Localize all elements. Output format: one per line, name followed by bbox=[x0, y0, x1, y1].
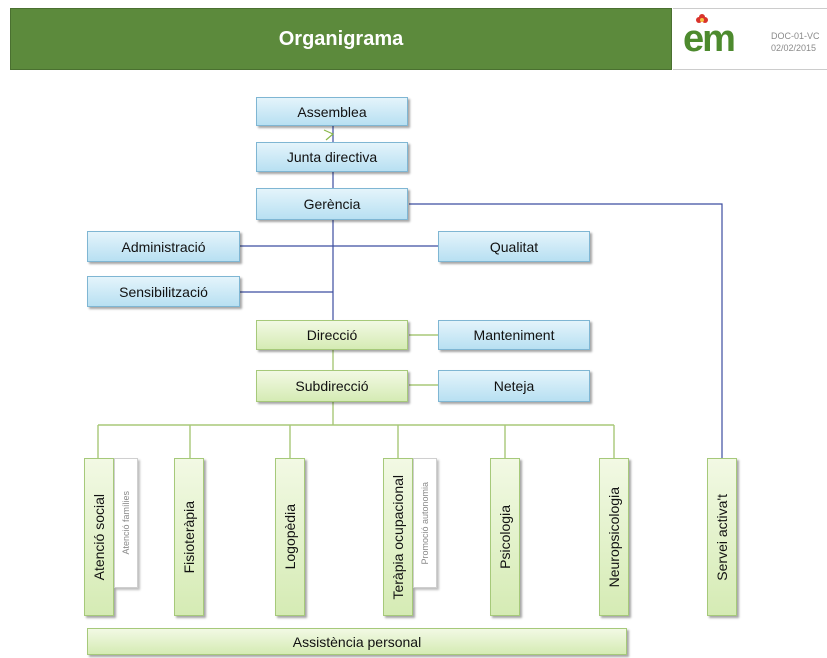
node-label: Servei activa't bbox=[714, 493, 730, 581]
node-label: Promoció autonomia bbox=[420, 481, 430, 565]
node-label: Administració bbox=[121, 238, 206, 255]
node-label: Subdirecció bbox=[295, 378, 369, 394]
node-label: Atenció social bbox=[91, 493, 107, 581]
node-label: Gerència bbox=[303, 196, 361, 212]
node-subdireccio: Subdirecció bbox=[256, 370, 408, 402]
node-label: Atenció famílies bbox=[121, 491, 131, 555]
node-atencio-families: Atenció famílies bbox=[114, 458, 138, 588]
node-label: Assemblea bbox=[297, 103, 367, 120]
node-servei-activa: Servei activa't bbox=[707, 458, 737, 616]
node-label: Neuropsicologia bbox=[606, 486, 622, 588]
node-logopedia: Logopèdia bbox=[275, 458, 305, 616]
node-manteniment: Manteniment bbox=[438, 320, 590, 350]
node-neuropsicologia: Neuropsicologia bbox=[599, 458, 629, 616]
node-terapia-ocupacional: Teràpia ocupacional bbox=[383, 458, 413, 616]
node-label: Direcció bbox=[306, 327, 358, 343]
node-assemblea: Assemblea bbox=[256, 97, 408, 126]
node-label: Sensibilització bbox=[119, 283, 208, 300]
node-assistencia-personal: Assistència personal bbox=[87, 628, 627, 655]
node-label: Neteja bbox=[493, 378, 535, 394]
logo-box: em DOC-01-VC 02/02/2015 bbox=[673, 8, 827, 70]
node-label: Junta directiva bbox=[286, 149, 378, 165]
flower-icon bbox=[696, 14, 708, 23]
node-neteja: Neteja bbox=[438, 370, 590, 402]
document-code: DOC-01-VC bbox=[771, 31, 820, 41]
node-direccio: Direcció bbox=[256, 320, 408, 350]
node-label: Fisioteràpia bbox=[181, 500, 197, 574]
node-gerencia: Gerència bbox=[256, 188, 408, 220]
node-label: Psicologia bbox=[497, 505, 513, 569]
node-atencio-social: Atenció social bbox=[84, 458, 114, 616]
node-label: Manteniment bbox=[473, 327, 555, 343]
node-junta-directiva: Junta directiva bbox=[256, 142, 408, 172]
node-label: Assistència personal bbox=[292, 633, 422, 650]
node-label: Teràpia ocupacional bbox=[390, 474, 406, 600]
node-psicologia: Psicologia bbox=[490, 458, 520, 616]
node-administracio: Administració bbox=[87, 231, 240, 262]
node-label: Qualitat bbox=[489, 238, 539, 255]
node-sensibilitzacio: Sensibilització bbox=[87, 276, 240, 307]
node-label: Logopèdia bbox=[282, 504, 298, 570]
arrow-icon bbox=[323, 129, 335, 141]
node-qualitat: Qualitat bbox=[438, 231, 590, 262]
node-fisioterapia: Fisioteràpia bbox=[174, 458, 204, 616]
logo: em bbox=[683, 18, 736, 60]
document-date: 02/02/2015 bbox=[771, 43, 817, 53]
header-bar: Organigrama bbox=[10, 8, 672, 70]
page-title: Organigrama bbox=[278, 28, 404, 50]
node-promocio-autonomia: Promoció autonomia bbox=[413, 458, 437, 588]
